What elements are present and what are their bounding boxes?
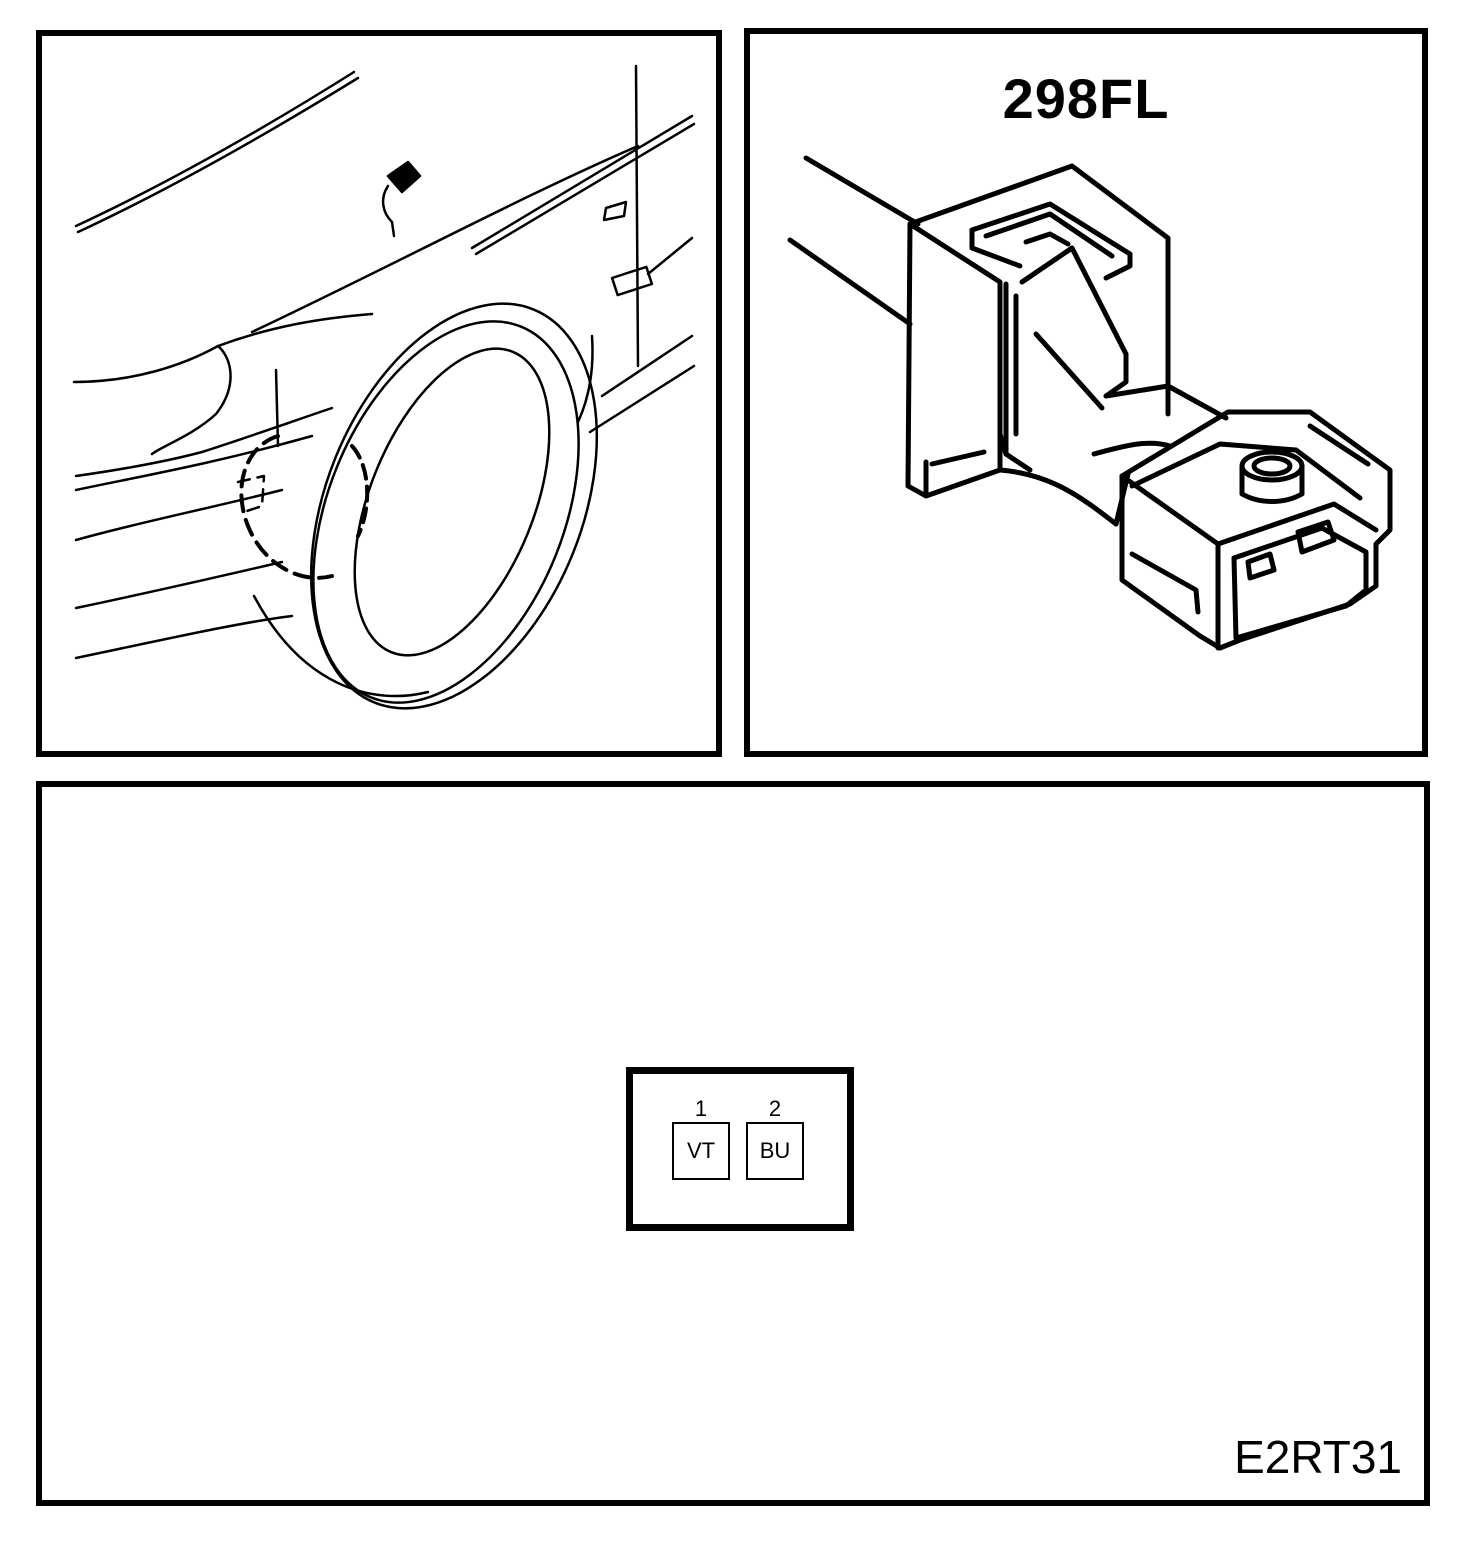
pin-number: 2 (768, 1096, 782, 1121)
pin-2: 2 BU (743, 1098, 807, 1180)
connector-panel: 298FL (744, 28, 1428, 757)
vehicle-location-panel (36, 30, 722, 757)
connector-illustration (787, 155, 1393, 651)
pin-wire-color: VT (672, 1122, 730, 1180)
connector-id-label: 298FL (1002, 67, 1170, 130)
pin-number: 1 (694, 1096, 708, 1121)
pin-wire-color: BU (746, 1122, 804, 1180)
pin-1: 1 VT (669, 1098, 733, 1180)
diagram-code: E2RT31 (1234, 1431, 1402, 1483)
vehicle-front-wheel-illustration (72, 64, 696, 710)
connector-pin-block: 1 VT 2 BU (626, 1067, 854, 1231)
pinout-panel: 1 VT 2 BU E2RT31 (36, 781, 1430, 1506)
